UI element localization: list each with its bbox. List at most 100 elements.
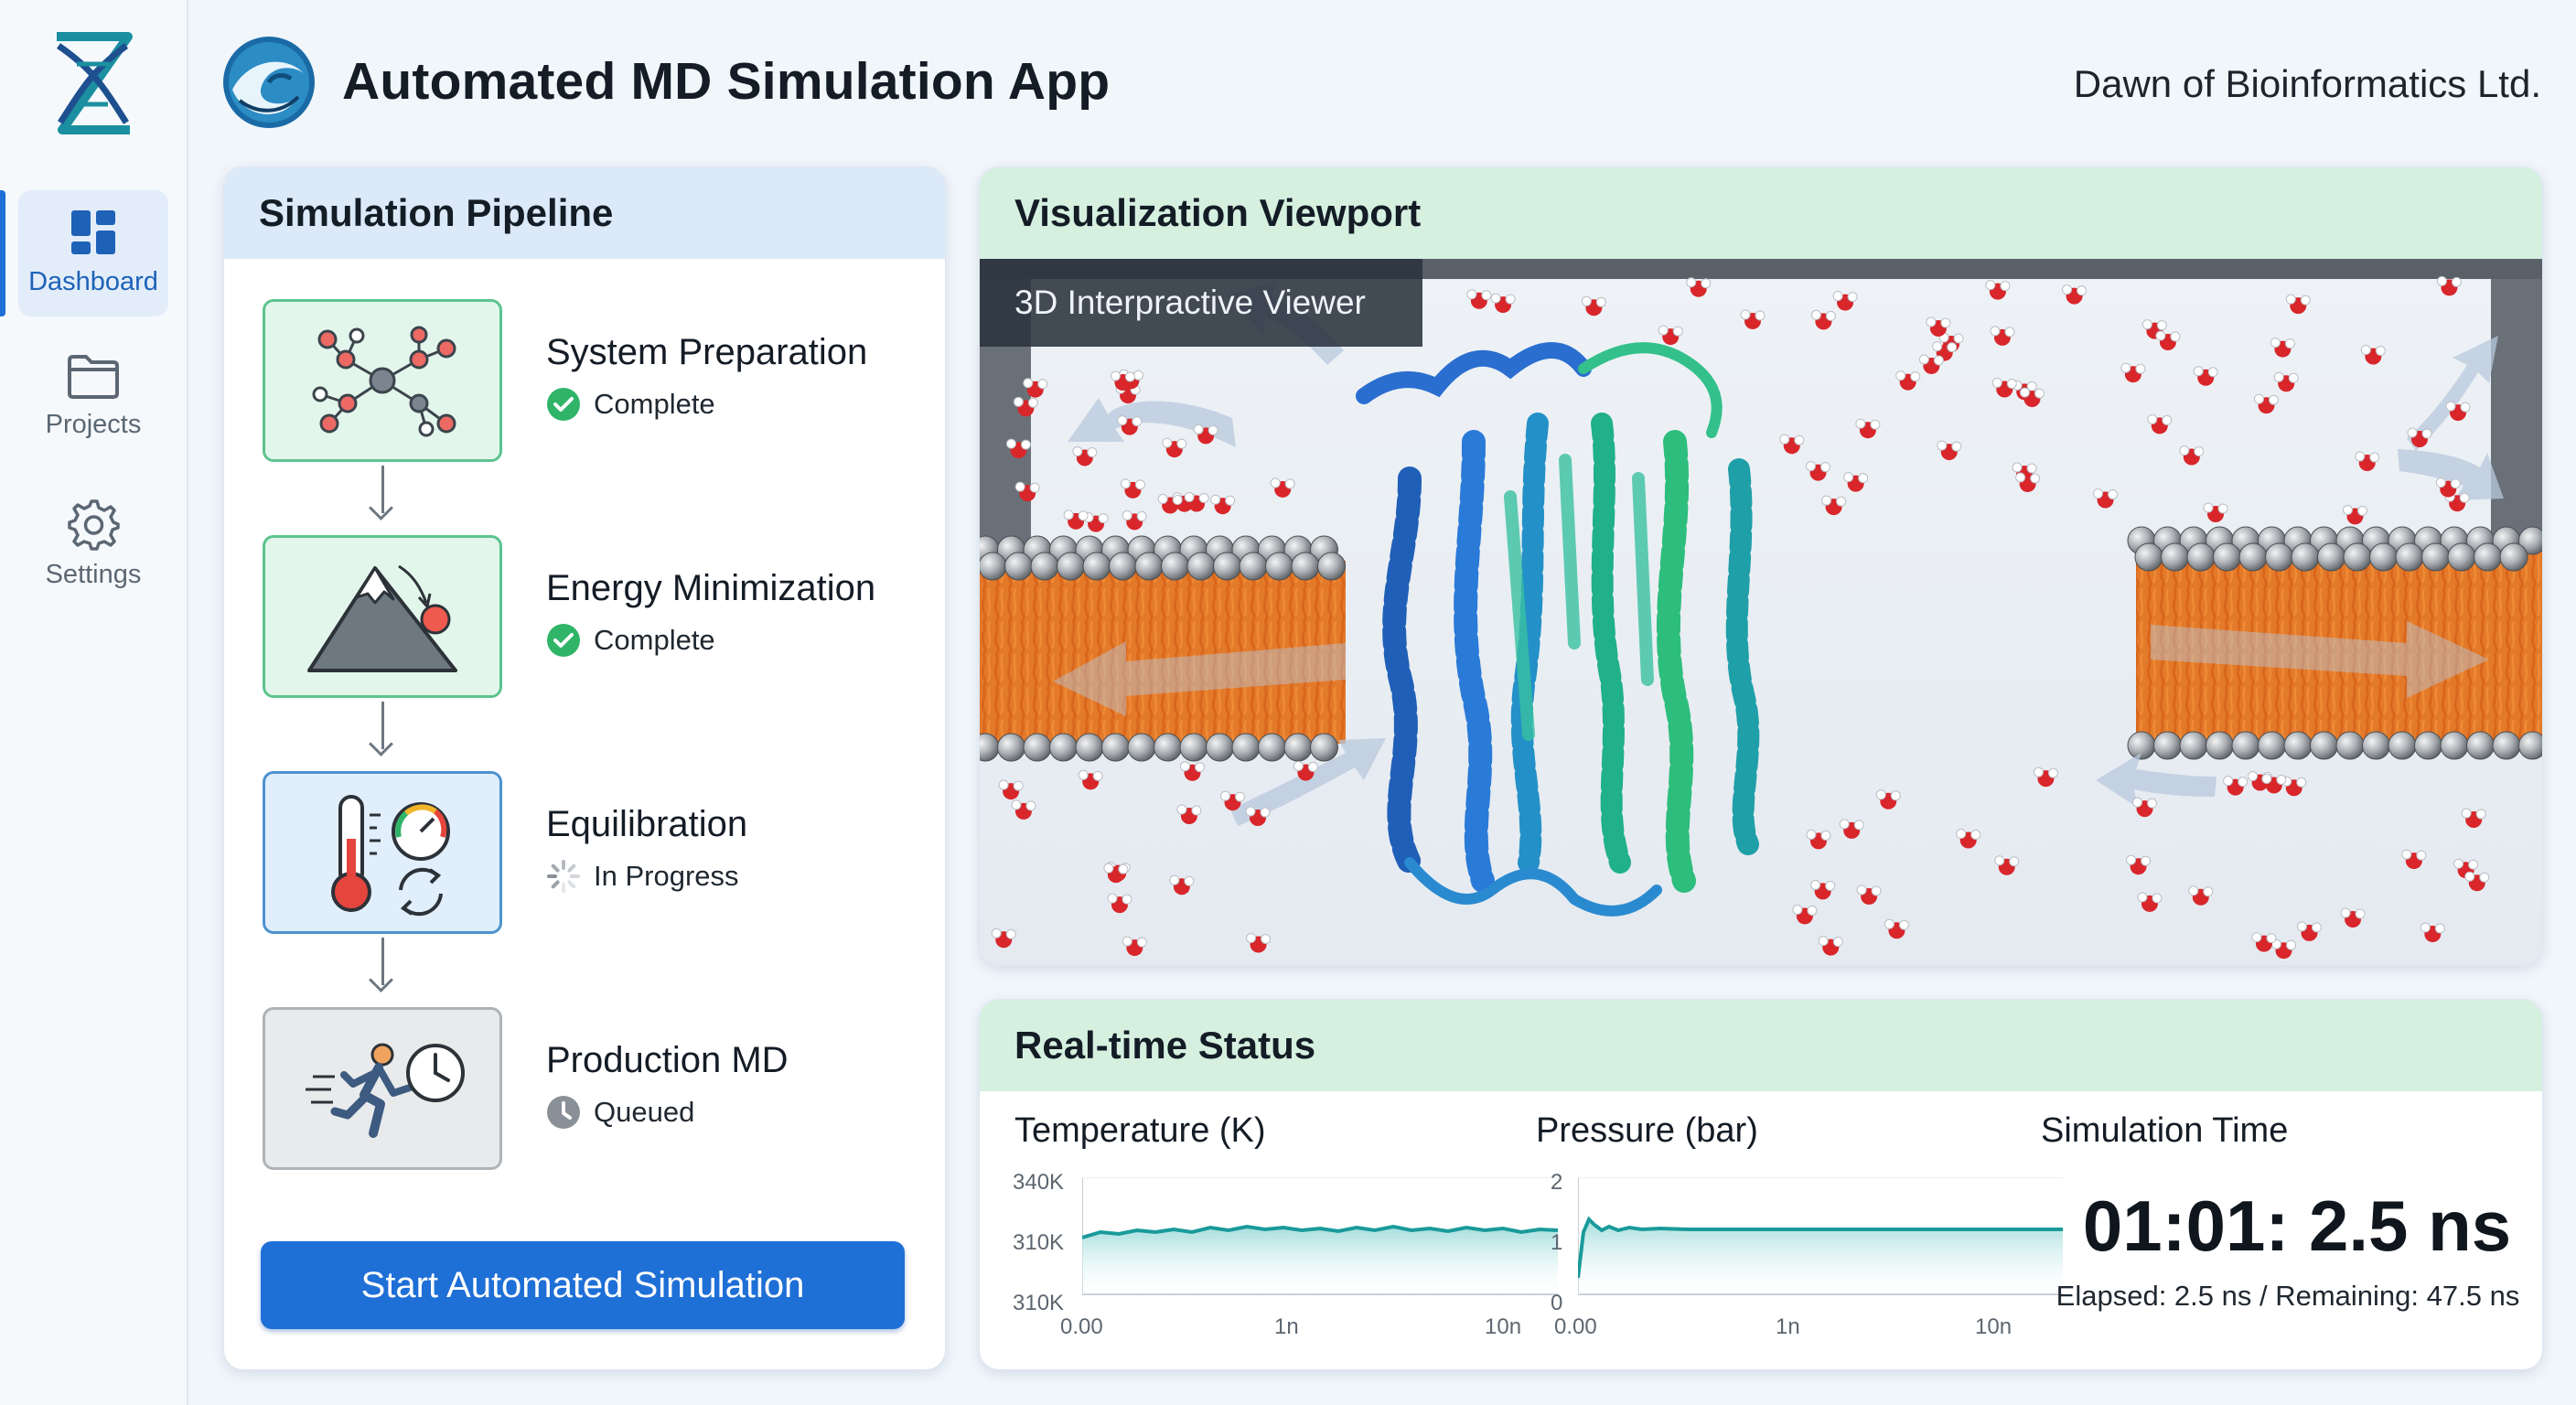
water-molecule xyxy=(2033,767,2058,788)
visualization-viewport-panel: Visualization Viewport xyxy=(979,166,2543,966)
lipid-headgroup-sphere xyxy=(2421,542,2450,572)
lipid-headgroup-sphere xyxy=(2518,731,2542,760)
water-molecule xyxy=(1918,354,1944,374)
lipid-headgroup-sphere xyxy=(1004,552,1033,581)
water-molecule xyxy=(1810,309,1836,330)
water-molecule xyxy=(1219,790,1245,811)
sidebar-item-dashboard[interactable]: Dashboard xyxy=(18,190,168,316)
lipid-headgroup-sphere xyxy=(1075,733,1104,762)
step-name: Production MD xyxy=(546,1040,789,1080)
step-status-label: In Progress xyxy=(594,860,739,892)
temperature-x-tick: 10n xyxy=(1485,1314,1522,1339)
lipid-headgroup-sphere xyxy=(1101,733,1130,762)
lipid-headgroup-sphere xyxy=(1082,552,1111,581)
water-molecule xyxy=(1293,760,1318,781)
sidebar-item-settings[interactable]: Settings xyxy=(18,481,168,607)
water-molecule xyxy=(1818,936,1843,956)
water-molecule xyxy=(1937,440,1962,461)
step-status-label: Queued xyxy=(594,1096,695,1128)
simulation-time-title: Simulation Time xyxy=(2041,1111,2289,1150)
check-circle-icon xyxy=(547,388,580,421)
water-molecule xyxy=(1078,769,1103,790)
app-wave-logo-icon xyxy=(223,37,315,128)
3d-molecular-viewer-canvas[interactable] xyxy=(980,259,2542,965)
water-molecule xyxy=(2401,849,2427,870)
lipid-headgroup-sphere xyxy=(2206,731,2234,760)
pressure-y-tick: 2 xyxy=(1551,1170,1563,1195)
production-md-step-icon-box[interactable] xyxy=(263,1007,502,1170)
lipid-headgroup-sphere xyxy=(2291,542,2320,572)
water-molecule xyxy=(1895,370,1921,391)
lipid-headgroup-sphere xyxy=(2317,542,2345,572)
water-molecule xyxy=(1245,806,1271,827)
lipid-headgroup-sphere xyxy=(2265,542,2293,572)
water-molecule xyxy=(1063,509,1089,530)
water-molecule xyxy=(1810,879,1836,900)
water-molecule xyxy=(1821,495,1847,516)
lipid-headgroup-sphere xyxy=(2362,731,2390,760)
water-molecule xyxy=(1176,804,1202,825)
water-molecule xyxy=(2285,294,2311,315)
step-name: System Preparation xyxy=(546,332,868,372)
molecule-network-icon xyxy=(312,326,456,437)
water-molecule xyxy=(1210,494,1236,515)
pressure-title: Pressure (bar) xyxy=(1536,1111,1758,1150)
lipid-headgroup-sphere xyxy=(2440,731,2469,760)
lipid-headgroup-sphere xyxy=(1030,552,1059,581)
lipid-headgroup-sphere xyxy=(2310,731,2338,760)
lipid-headgroup-sphere xyxy=(1239,552,1268,581)
pressure-series-line xyxy=(1578,1216,2063,1279)
step-status-label: Complete xyxy=(594,624,715,656)
lipid-headgroup-sphere xyxy=(2213,542,2241,572)
folder-icon xyxy=(68,355,119,399)
water-molecule xyxy=(1832,291,1858,311)
lipid-headgroup-sphere xyxy=(2153,731,2182,760)
lipid-headgroup-sphere xyxy=(1213,552,1241,581)
water-molecule xyxy=(1779,434,1805,455)
water-molecule xyxy=(1985,280,2011,300)
energy-minimization-step-icon-box[interactable] xyxy=(263,535,502,698)
real-time-status-panel: Real-time Status Temperature (K) 340K 31… xyxy=(979,999,2543,1370)
app-logo-icon xyxy=(57,32,133,134)
lipid-headgroup-sphere xyxy=(2231,731,2260,760)
water-molecule xyxy=(1806,829,1831,850)
water-molecule xyxy=(2223,776,2249,796)
water-molecule xyxy=(1122,509,1147,531)
water-molecule xyxy=(1843,472,1869,492)
step-connector-arrow xyxy=(381,702,384,749)
water-molecule xyxy=(1023,378,1048,398)
water-molecule xyxy=(1005,438,1031,459)
lipid-headgroup-sphere xyxy=(1310,733,1338,762)
sidebar-item-label: Dashboard xyxy=(28,267,158,296)
water-molecule xyxy=(1792,904,1818,925)
sidebar-item-projects[interactable]: Projects xyxy=(18,335,168,461)
lipid-headgroup-sphere xyxy=(1161,552,1189,581)
equilibration-step-icon-box[interactable] xyxy=(263,771,502,934)
water-molecule xyxy=(1013,396,1038,417)
lipid-headgroup-sphere xyxy=(1317,552,1346,581)
water-molecule xyxy=(1072,445,1098,467)
temperature-y-tick: 310K xyxy=(1013,1230,1065,1255)
water-molecule xyxy=(1162,437,1187,458)
pressure-y-tick: 0 xyxy=(1551,1291,1563,1315)
system-preparation-step-icon-box[interactable] xyxy=(263,299,502,462)
water-molecule xyxy=(2193,366,2218,386)
spinner-icon xyxy=(547,860,580,893)
check-circle-icon xyxy=(547,624,580,657)
water-molecule xyxy=(2261,773,2287,794)
water-molecule xyxy=(1122,936,1147,957)
running-clock-icon xyxy=(306,1043,465,1138)
pipeline-title: Simulation Pipeline xyxy=(224,167,945,259)
lipid-headgroup-sphere xyxy=(1206,733,1234,762)
step-status: Queued xyxy=(546,1095,694,1130)
step-status-label: Complete xyxy=(594,388,715,420)
step-connector-arrow xyxy=(381,938,384,985)
lipid-headgroup-sphere xyxy=(1231,733,1261,762)
lipid-headgroup-sphere xyxy=(1179,733,1208,762)
lipid-headgroup-sphere xyxy=(2395,542,2424,572)
water-molecule xyxy=(1994,855,2020,875)
water-molecule xyxy=(1157,494,1183,514)
lipid-headgroup-sphere xyxy=(2179,731,2208,760)
water-molecule xyxy=(1990,326,2015,346)
start-automated-simulation-button[interactable]: Start Automated Simulation xyxy=(261,1241,905,1329)
